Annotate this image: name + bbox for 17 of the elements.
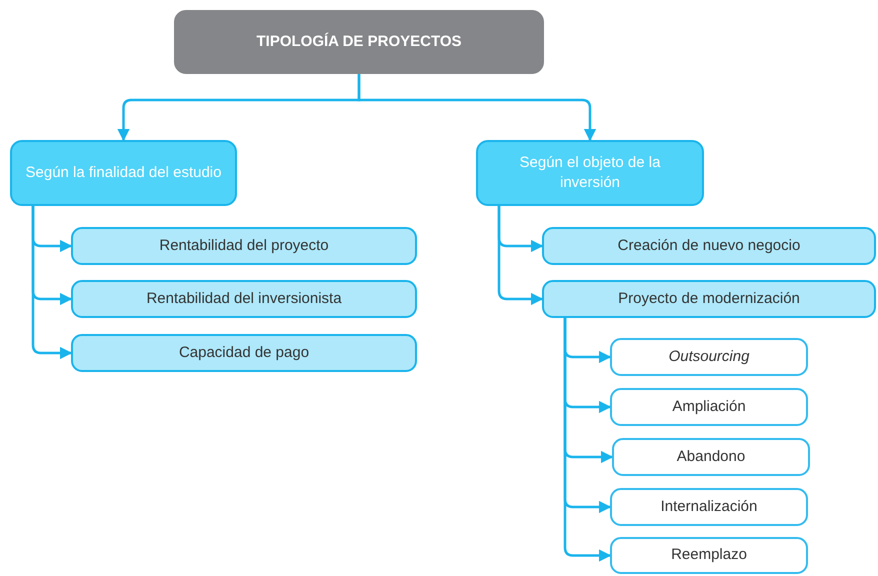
item-box: Capacidad de pago	[71, 334, 417, 372]
item-box: Creación de nuevo negocio	[542, 227, 876, 265]
arrow	[358, 74, 596, 142]
item-box: Proyecto de modernización	[542, 280, 876, 318]
item-box: Rentabilidad del proyecto	[71, 227, 417, 265]
title-box: TIPOLOGÍA DE PROYECTOS	[174, 10, 544, 74]
arrow	[498, 206, 544, 306]
subitem-box: Internalización	[610, 488, 808, 526]
arrow	[32, 206, 72, 360]
item-box: Rentabilidad del inversionista	[71, 280, 417, 318]
subitem-box: Outsourcing	[610, 338, 808, 376]
arrow	[564, 318, 612, 562]
subitem-box: Reemplazo	[610, 537, 808, 574]
category-box: Según la finalidad del estudio	[10, 140, 237, 206]
subitem-box: Abandono	[612, 438, 810, 476]
subitem-box: Ampliación	[610, 388, 808, 426]
category-box: Según el objeto de la inversión	[476, 140, 704, 206]
